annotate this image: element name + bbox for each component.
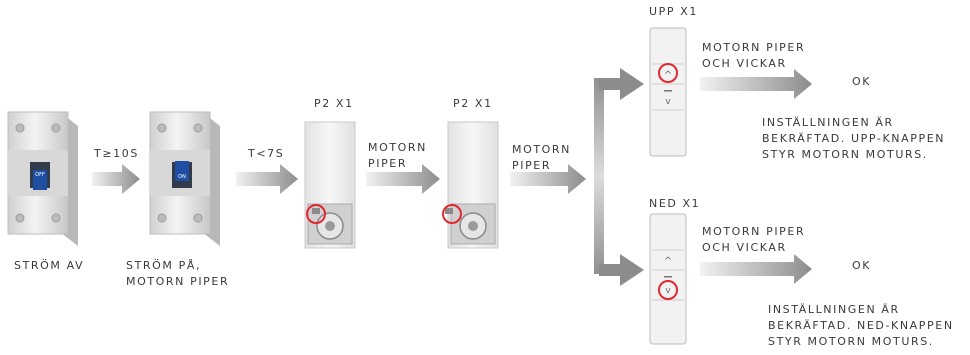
- breaker-on-caption: STRÖM PÅ, MOTORN PIPER: [126, 259, 230, 288]
- arrow-down-to-ok: [700, 254, 812, 284]
- remote-up-image: ^ v: [649, 27, 687, 157]
- breaker-on-switch-text: ON: [178, 174, 186, 180]
- step-2-label: MOTORN PIPER: [512, 143, 571, 172]
- up-branch-title: UPP X1: [649, 5, 698, 18]
- down-branch-title: NED X1: [649, 197, 701, 210]
- branch-connector: [594, 68, 644, 286]
- svg-text:v: v: [665, 97, 671, 107]
- wait-on-label: T<7S: [248, 147, 285, 160]
- arrow-breaker-to-motor: [236, 164, 298, 194]
- up-branch-feedback: MOTORN PIPER OCH VICKAR: [702, 41, 806, 70]
- svg-text:^: ^: [664, 256, 672, 267]
- breaker-off-image: [7, 111, 78, 246]
- down-button-highlight: [658, 280, 678, 300]
- down-branch-result: OK: [852, 259, 872, 272]
- arrow-motor2-to-branch: [510, 164, 586, 194]
- motor-head-1-image: [304, 121, 356, 249]
- up-branch-note: INSTÄLLNINGEN ÄR BEKRÄFTAD. UPP-KNAPPEN …: [762, 116, 946, 161]
- motor-2-label: P2 X1: [453, 97, 493, 110]
- arrow-breaker-to-breaker: [92, 164, 140, 194]
- up-branch-result: OK: [852, 75, 872, 88]
- svg-text:v: v: [665, 286, 671, 296]
- down-branch-note: INSTÄLLNINGEN ÄR BEKRÄFTAD. NED-KNAPPEN …: [768, 303, 954, 348]
- up-button-highlight: [658, 63, 678, 83]
- arrow-motor1-to-motor2: [366, 164, 440, 194]
- step-1-label: MOTORN PIPER: [368, 141, 427, 170]
- motor-head-2-image: [442, 121, 499, 249]
- svg-text:^: ^: [664, 70, 672, 81]
- p2-button-highlight-2: [442, 204, 462, 224]
- breaker-off-switch-text: OFF: [35, 172, 45, 178]
- down-branch-feedback: MOTORN PIPER OCH VICKAR: [702, 225, 806, 254]
- breaker-off-caption: STRÖM AV: [14, 259, 85, 272]
- breaker-on-image: [149, 111, 220, 246]
- wait-off-label: T≥10S: [94, 147, 139, 160]
- arrow-up-to-ok: [700, 69, 812, 99]
- p2-button-highlight-1: [306, 204, 326, 224]
- remote-down-image: ^ v: [649, 213, 687, 345]
- motor-1-label: P2 X1: [314, 97, 354, 110]
